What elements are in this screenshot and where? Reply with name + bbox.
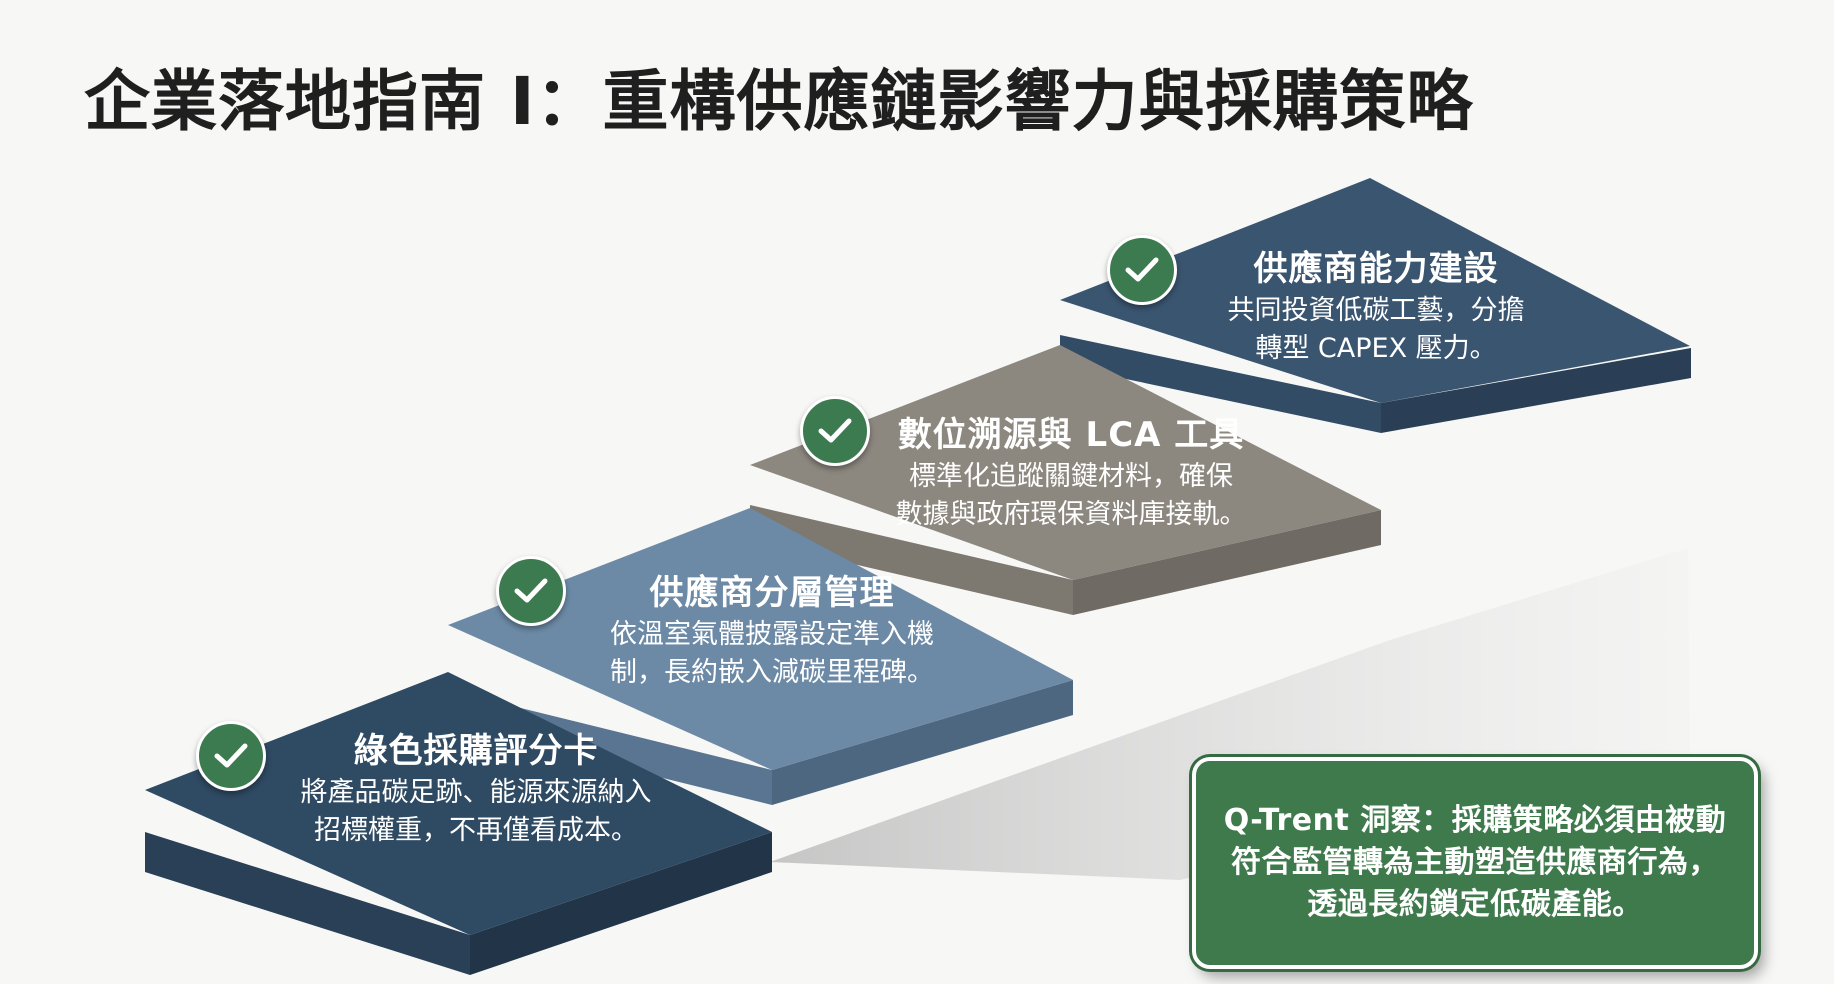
step-1-desc-line1: 將產品碳足跡、能源來源納入 xyxy=(300,777,652,808)
step-2-title: 供應商分層管理 xyxy=(649,573,895,613)
step-4-title: 供應商能力建設 xyxy=(1253,249,1499,289)
step-3-desc-line2: 數據與政府環保資料庫接軌。 xyxy=(895,499,1247,530)
step-4-block xyxy=(1060,178,1691,433)
step-4-desc-line2: 轉型 CAPEX 壓力。 xyxy=(1255,333,1497,364)
step-2-label: 供應商分層管理 依溫室氣體披露設定準入機 制，長約嵌入減碳里程碑。 xyxy=(610,570,934,692)
step-3-desc-line1: 標準化追蹤關鍵材料，確保 xyxy=(909,461,1233,492)
check-icon xyxy=(800,396,870,466)
step-4-label: 供應商能力建設 共同投資低碳工藝，分擔 轉型 CAPEX 壓力。 xyxy=(1228,246,1525,368)
insight-text: Q-Trent 洞察：採購策略必須由被動 符合監管轉為主動塑造供應商行為， 透過… xyxy=(1223,803,1727,922)
step-2-desc-line2: 制，長約嵌入減碳里程碑。 xyxy=(610,657,934,688)
step-3-title: 數位溯源與 LCA 工具 xyxy=(897,415,1245,455)
step-3-label: 數位溯源與 LCA 工具 標準化追蹤關鍵材料，確保 數據與政府環保資料庫接軌。 xyxy=(896,412,1247,534)
step-4-desc-line1: 共同投資低碳工藝，分擔 xyxy=(1227,295,1525,326)
step-2-desc-line1: 依溫室氣體披露設定準入機 xyxy=(610,619,934,650)
check-icon xyxy=(1107,235,1177,305)
step-3-block xyxy=(750,345,1381,615)
step-1-desc-line2: 招標權重，不再僅看成本。 xyxy=(314,815,638,846)
check-icon xyxy=(196,721,266,791)
step-1-label: 綠色採購評分卡 將產品碳足跡、能源來源納入 招標權重，不再僅看成本。 xyxy=(301,728,652,850)
insight-box: Q-Trent 洞察：採購策略必須由被動 符合監管轉為主動塑造供應商行為， 透過… xyxy=(1192,757,1758,969)
step-1-title: 綠色採購評分卡 xyxy=(353,731,599,771)
page-title: 企業落地指南 I：重構供應鏈影響力與採購策略 xyxy=(84,63,1474,140)
check-icon xyxy=(496,556,566,626)
step-1-block xyxy=(145,672,772,975)
